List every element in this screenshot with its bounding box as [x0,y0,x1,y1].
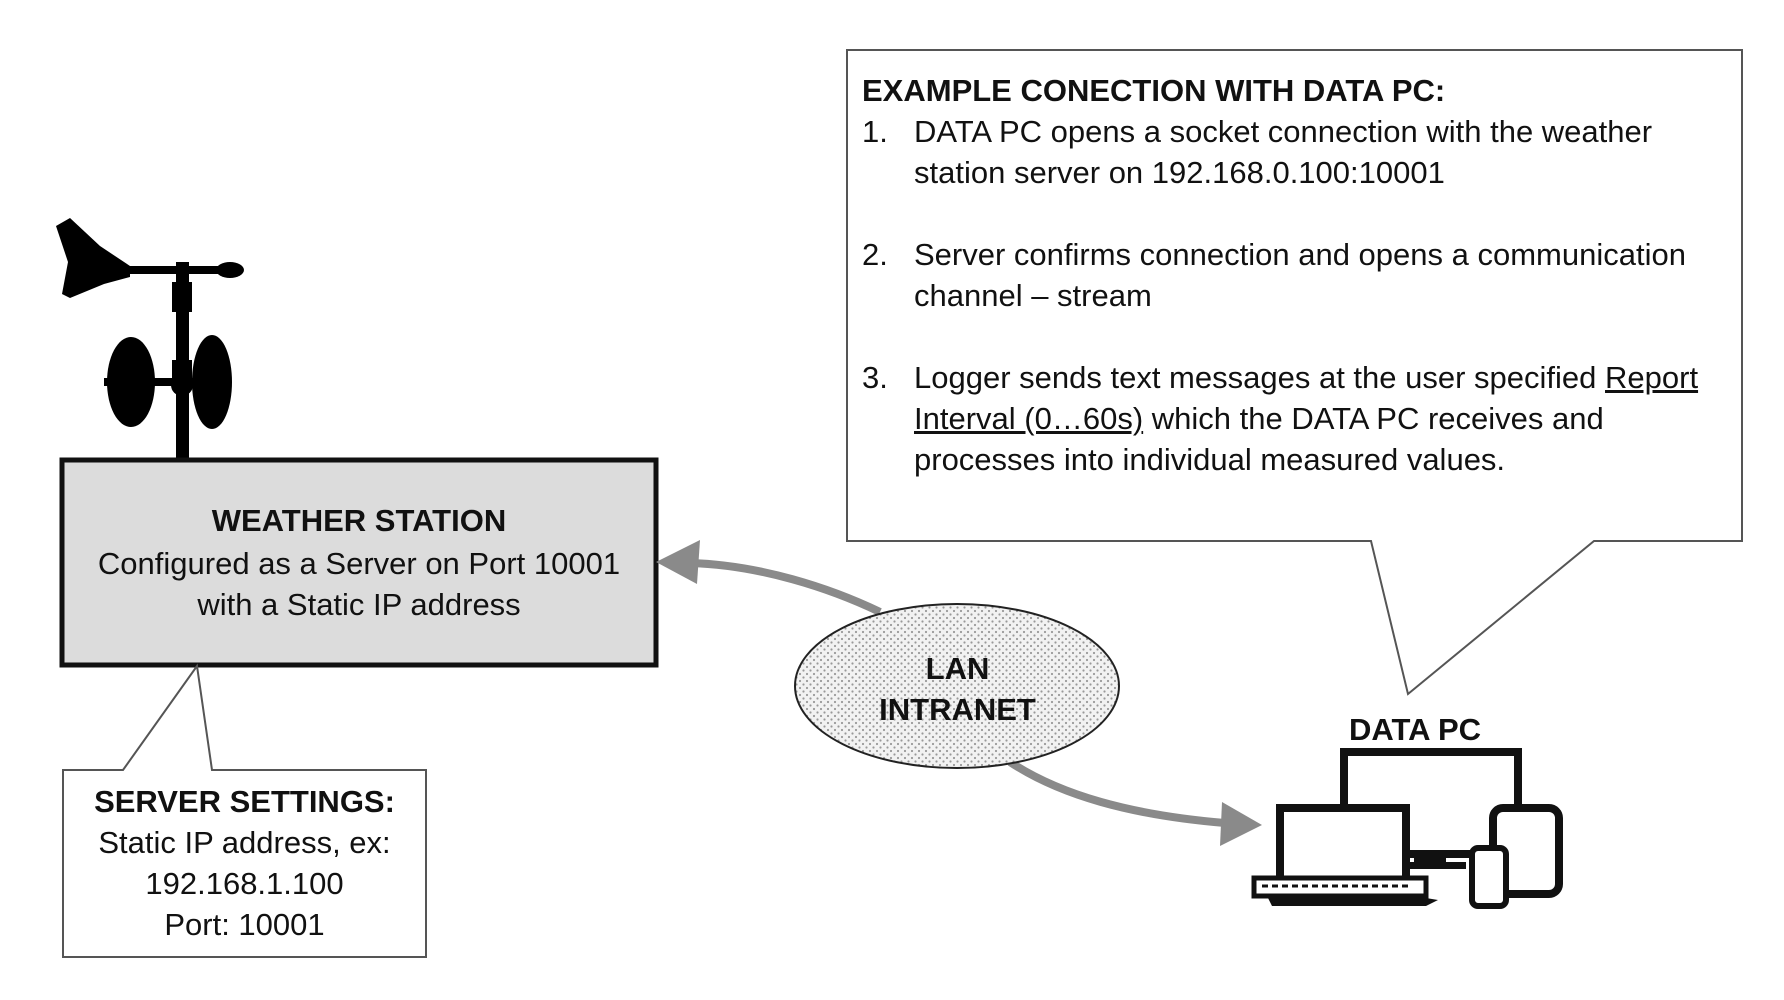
report-interval-term: Report Interval (0…60s) [914,360,1699,436]
step-number: 2. [862,237,888,272]
lan-label: LAN [925,651,990,686]
step-text: Server confirms connection and opens a c… [914,237,1686,313]
weather-station-title: WEATHER STATION [211,503,507,538]
example-callout [846,49,1743,696]
server-settings-callout [62,663,427,958]
step-number: 3. [862,360,888,395]
step-text: DATA PC opens a socket connection with t… [914,114,1653,190]
example-title: EXAMPLE CONECTION WITH DATA PC: [862,73,1446,108]
server-settings-ip-label: Static IP address, ex: [98,825,391,860]
example-steps: EXAMPLE CONECTION WITH DATA PC: 1. DATA … [862,70,1742,480]
weather-station-box [59,457,659,668]
step-number: 1. [862,114,888,149]
arrow-to-station [689,559,882,616]
step-text: Logger sends text messages at the user s… [914,357,1742,480]
devices-icon [1251,748,1563,909]
step-2: 2. Server confirms connection and opens … [862,234,1742,316]
step-1: 1. DATA PC opens a socket connection wit… [862,111,1742,193]
server-settings-ip-value: 192.168.1.100 [145,866,344,901]
server-settings-port: Port: 10001 [164,907,325,942]
data-pc-label: DATA PC [1348,712,1482,747]
arrow-head-pc [1220,802,1262,846]
step-text-pre: Logger sends text messages at the user s… [914,360,1606,395]
anemometer-icon [56,218,244,462]
server-settings-title: SERVER SETTINGS: [94,784,395,819]
weather-station-desc-1: Configured as a Server on Port 10001 [97,546,621,581]
lan-cloud [794,603,1120,769]
arrow-head-station [656,540,700,584]
arrow-to-pc [1007,758,1226,827]
step-text-post: which the DATA PC receives and processes… [914,401,1604,477]
intranet-label: INTRANET [879,692,1036,727]
weather-station-desc-2: with a Static IP address [197,587,521,622]
step-3: 3. Logger sends text messages at the use… [862,357,1742,480]
